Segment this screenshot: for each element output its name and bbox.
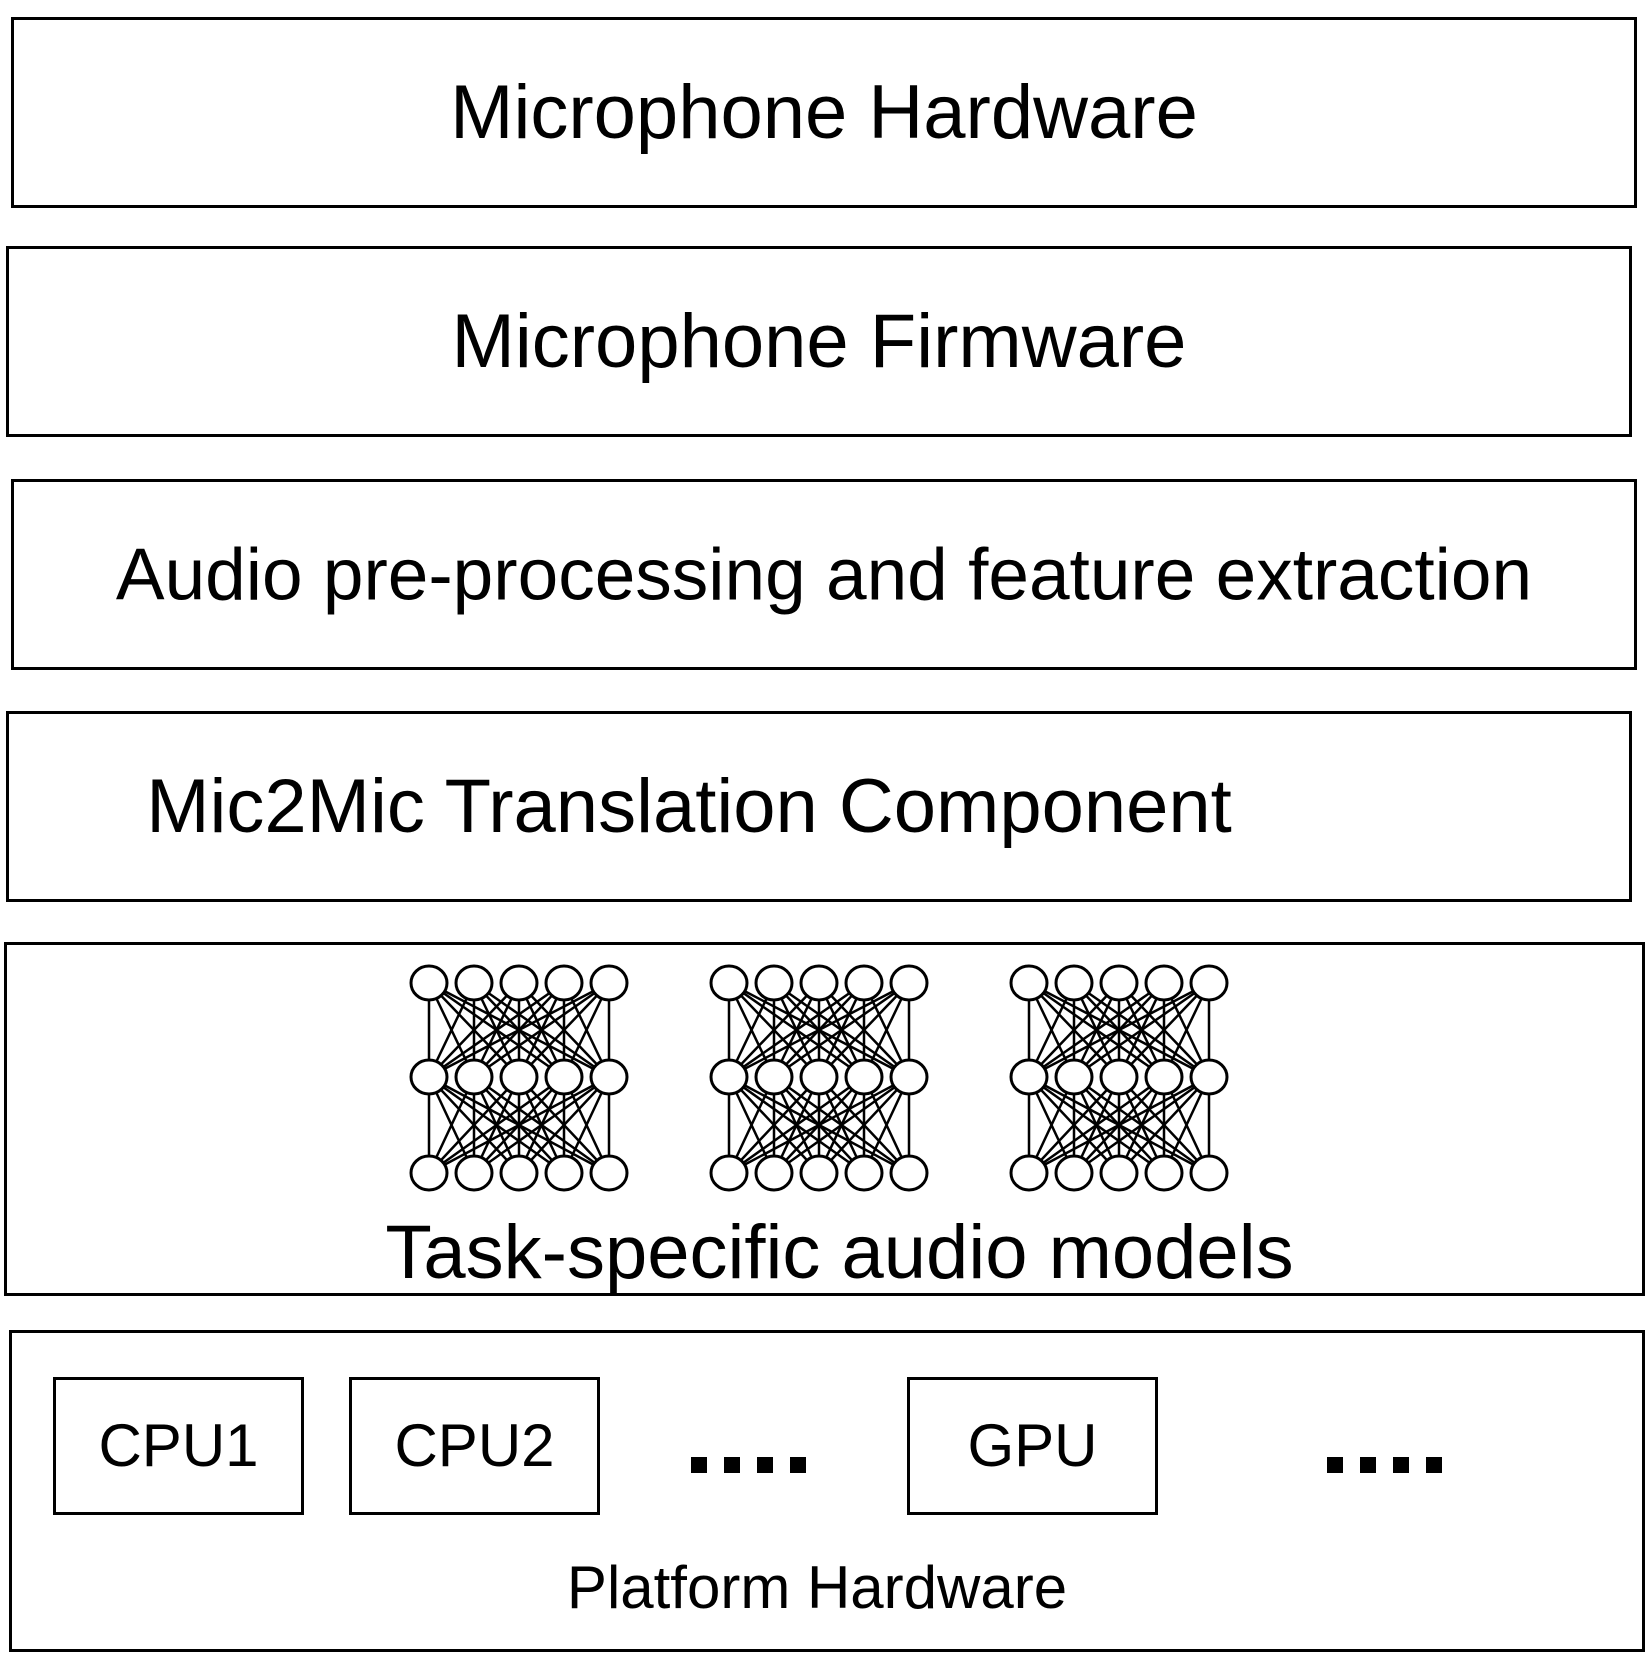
network-edge [1028, 1075, 1210, 1175]
ellipsis-dots [691, 1457, 806, 1473]
network-node [1099, 964, 1139, 1002]
network-node [409, 964, 449, 1002]
network-node [1054, 1058, 1094, 1096]
network-edge [428, 981, 565, 1079]
layer-platform-hardware: CPU1 CPU2 GPU Platform Hardware [9, 1330, 1645, 1652]
layer-microphone-firmware: Microphone Firmware [6, 246, 1632, 437]
network-node [799, 1154, 839, 1192]
network-node [1189, 1058, 1229, 1096]
neural-network-icon [1009, 964, 1229, 1192]
neural-network-icons [409, 964, 1229, 1192]
network-edge [818, 982, 910, 1078]
network-node [844, 964, 884, 1002]
network-node [799, 1058, 839, 1096]
network-node [499, 1058, 539, 1096]
network-edge [428, 981, 610, 1079]
network-node [454, 1058, 494, 1096]
network-edge [728, 1075, 865, 1175]
chip-label: GPU [967, 1412, 1098, 1479]
network-node [1189, 964, 1229, 1002]
network-edge [773, 1075, 910, 1175]
network-node [1009, 1154, 1049, 1192]
network-edge [428, 1075, 610, 1175]
network-node [844, 1058, 884, 1096]
network-node [1144, 1154, 1184, 1192]
network-node [454, 964, 494, 1002]
network-edge [1028, 981, 1210, 1079]
network-edge [1028, 1076, 1120, 1174]
network-node [754, 1154, 794, 1192]
network-node [1189, 1154, 1229, 1192]
layer-label: Microphone Firmware [451, 298, 1187, 384]
network-edge [728, 1075, 910, 1175]
gpu-box: GPU [907, 1377, 1158, 1515]
network-node [709, 1058, 749, 1096]
network-edge [1028, 982, 1120, 1078]
network-node [589, 1058, 629, 1096]
network-edge [1028, 1075, 1165, 1175]
network-edge [1118, 1076, 1210, 1174]
ellipsis-dots [1327, 1457, 1442, 1473]
network-edge [773, 981, 910, 1079]
network-node [844, 1154, 884, 1192]
network-node [799, 964, 839, 1002]
cpu1-box: CPU1 [53, 1377, 304, 1515]
layer-label: Audio pre-processing and feature extract… [115, 534, 1533, 615]
network-edge [518, 1076, 610, 1174]
network-edge [728, 1076, 820, 1174]
layer-label: Microphone Hardware [450, 69, 1198, 155]
network-node [889, 1154, 929, 1192]
network-node [889, 1058, 929, 1096]
network-node [544, 1154, 584, 1192]
layer-microphone-hardware: Microphone Hardware [11, 17, 1637, 208]
layer-audio-preprocessing: Audio pre-processing and feature extract… [11, 479, 1637, 670]
network-node [409, 1058, 449, 1096]
network-edge [1028, 981, 1165, 1079]
layer-label: Platform Hardware [566, 1554, 1068, 1621]
network-edge [1073, 981, 1210, 1079]
network-node [544, 1058, 584, 1096]
network-edge [728, 981, 865, 1079]
network-node [499, 1154, 539, 1192]
network-node [754, 1058, 794, 1096]
network-node [1144, 1058, 1184, 1096]
network-edge [473, 981, 610, 1079]
network-edge [428, 982, 520, 1078]
network-node [1144, 964, 1184, 1002]
network-node [454, 1154, 494, 1192]
layer-task-specific-models: Task-specific audio models [4, 942, 1645, 1296]
network-node [1054, 964, 1094, 1002]
network-edge [1118, 982, 1210, 1078]
layer-mic2mic-translation: Mic2Mic Translation Component [6, 711, 1632, 902]
network-edge [428, 1076, 520, 1174]
network-node [589, 964, 629, 1002]
network-node [709, 1154, 749, 1192]
network-edge [1073, 1075, 1210, 1175]
network-edge [518, 982, 610, 1078]
network-edge [728, 981, 910, 1079]
neural-network-icon [409, 964, 629, 1192]
network-edge [473, 1075, 610, 1175]
layer-label: Mic2Mic Translation Component [146, 763, 1232, 849]
network-edge [728, 982, 820, 1078]
network-node [1054, 1154, 1094, 1192]
network-node [889, 964, 929, 1002]
network-node [1099, 1154, 1139, 1192]
network-node [589, 1154, 629, 1192]
chip-label: CPU2 [394, 1412, 555, 1479]
network-node [499, 964, 539, 1002]
neural-network-icon [709, 964, 929, 1192]
layer-label: Task-specific audio models [385, 1210, 1294, 1295]
chip-label: CPU1 [98, 1412, 259, 1479]
network-node [409, 1154, 449, 1192]
network-edge [818, 1076, 910, 1174]
network-node [1099, 1058, 1139, 1096]
network-node [709, 964, 749, 1002]
network-node [544, 964, 584, 1002]
network-node [1009, 1058, 1049, 1096]
network-node [754, 964, 794, 1002]
cpu2-box: CPU2 [349, 1377, 600, 1515]
network-edge [428, 1075, 565, 1175]
network-node [1009, 964, 1049, 1002]
